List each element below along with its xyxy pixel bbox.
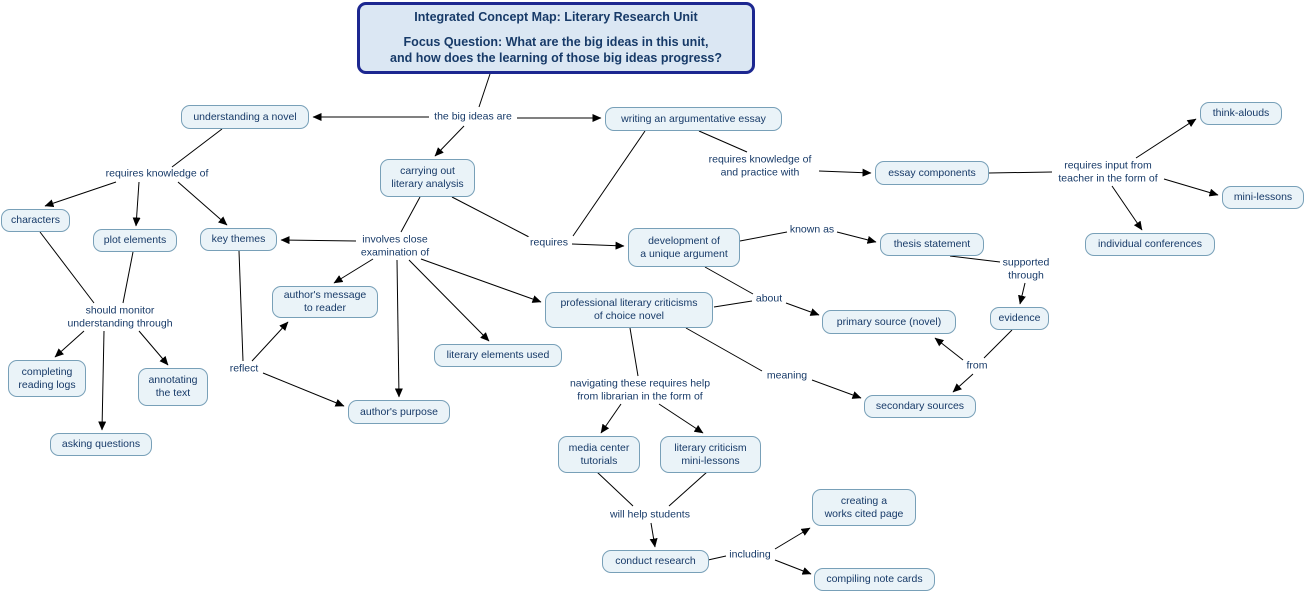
link-label-requires-input-from-teacher[interactable]: requires input from teacher in the form … bbox=[1056, 159, 1160, 185]
link-label-supported-through[interactable]: supported through bbox=[1000, 256, 1052, 282]
map-title: Integrated Concept Map: Literary Researc… bbox=[414, 9, 698, 24]
node-development-of-a-unique-argument[interactable]: development of a unique argument bbox=[628, 228, 740, 267]
link-label-navigating-these-requires-help[interactable]: navigating these requires help from libr… bbox=[567, 377, 713, 403]
node-mini-lessons[interactable]: mini-lessons bbox=[1222, 186, 1304, 209]
link-label-the-big-ideas-are[interactable]: the big ideas are bbox=[432, 110, 514, 124]
node-plot-elements[interactable]: plot elements bbox=[93, 229, 177, 252]
node-asking-questions[interactable]: asking questions bbox=[50, 433, 152, 456]
node-individual-conferences[interactable]: individual conferences bbox=[1085, 233, 1215, 256]
node-essay-components[interactable]: essay components bbox=[875, 161, 989, 185]
node-characters[interactable]: characters bbox=[1, 209, 70, 232]
node-primary-source-novel[interactable]: primary source (novel) bbox=[822, 310, 956, 334]
link-label-from[interactable]: from bbox=[964, 359, 990, 373]
node-secondary-sources[interactable]: secondary sources bbox=[864, 395, 976, 418]
node-authors-purpose[interactable]: author's purpose bbox=[348, 400, 450, 424]
node-conduct-research[interactable]: conduct research bbox=[602, 550, 709, 573]
link-label-should-monitor-understanding-through[interactable]: should monitor understanding through bbox=[65, 304, 175, 330]
node-literary-elements-used[interactable]: literary elements used bbox=[434, 344, 562, 367]
link-label-including[interactable]: including bbox=[727, 548, 773, 562]
node-authors-message-to-reader[interactable]: author's message to reader bbox=[272, 286, 378, 318]
node-evidence[interactable]: evidence bbox=[990, 307, 1049, 330]
node-key-themes[interactable]: key themes bbox=[200, 228, 277, 251]
link-label-known-as[interactable]: known as bbox=[787, 223, 837, 237]
node-creating-a-works-cited-page[interactable]: creating a works cited page bbox=[812, 489, 916, 526]
link-label-about[interactable]: about bbox=[753, 292, 785, 306]
title-box[interactable]: Integrated Concept Map: Literary Researc… bbox=[357, 2, 755, 74]
link-label-requires-knowledge-of-and-practice-with[interactable]: requires knowledge of and practice with bbox=[706, 153, 814, 179]
node-thesis-statement[interactable]: thesis statement bbox=[880, 233, 984, 256]
link-label-will-help-students[interactable]: will help students bbox=[608, 508, 692, 522]
edge-lines bbox=[39, 73, 1219, 575]
node-professional-literary-criticisms[interactable]: professional literary criticisms of choi… bbox=[545, 292, 713, 328]
node-think-alouds[interactable]: think-alouds bbox=[1200, 102, 1282, 125]
node-carrying-out-literary-analysis[interactable]: carrying out literary analysis bbox=[380, 159, 475, 197]
link-label-requires-knowledge-of[interactable]: requires knowledge of bbox=[103, 167, 211, 181]
link-label-reflect[interactable]: reflect bbox=[227, 362, 261, 376]
link-label-requires[interactable]: requires bbox=[528, 236, 570, 250]
node-compiling-note-cards[interactable]: compiling note cards bbox=[814, 568, 935, 591]
link-label-meaning[interactable]: meaning bbox=[764, 369, 810, 383]
node-annotating-the-text[interactable]: annotating the text bbox=[138, 368, 208, 406]
node-understanding-a-novel[interactable]: understanding a novel bbox=[181, 105, 309, 129]
focus-question: Focus Question: What are the big ideas i… bbox=[390, 34, 722, 65]
node-writing-an-argumentative-essay[interactable]: writing an argumentative essay bbox=[605, 107, 782, 131]
node-media-center-tutorials[interactable]: media center tutorials bbox=[558, 436, 640, 473]
node-literary-criticism-mini-lessons[interactable]: literary criticism mini-lessons bbox=[660, 436, 761, 473]
node-completing-reading-logs[interactable]: completing reading logs bbox=[8, 360, 86, 397]
link-label-involves-close-examination-of[interactable]: involves close examination of bbox=[358, 233, 432, 259]
